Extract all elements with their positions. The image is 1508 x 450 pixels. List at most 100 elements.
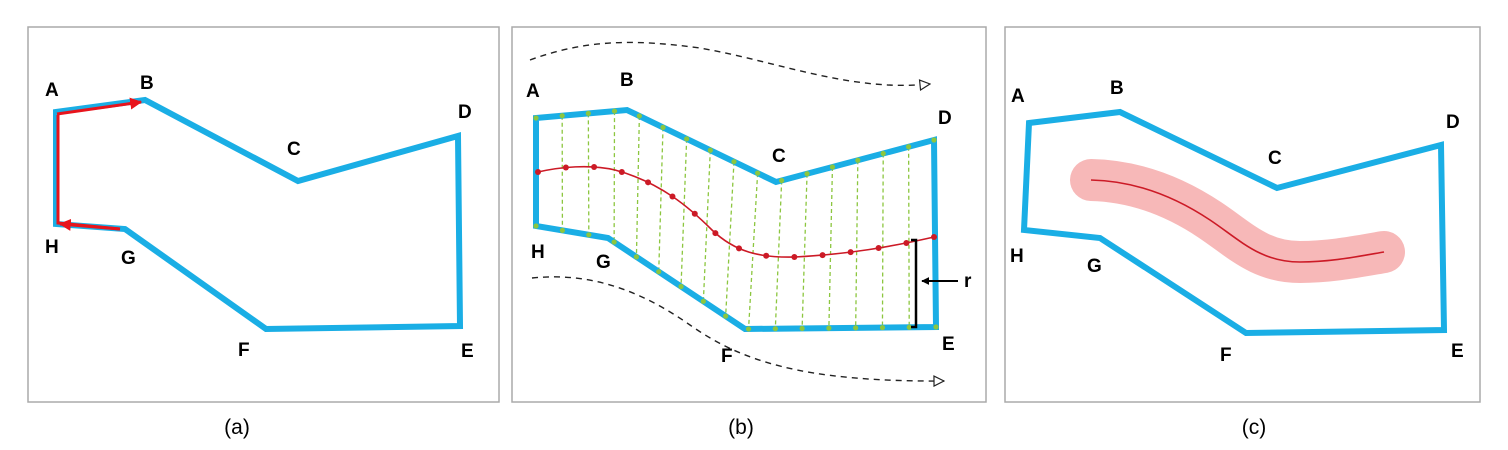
panel-c-caption: (c) xyxy=(1242,416,1267,439)
rib-endpoint xyxy=(636,113,642,119)
panel-b-label-e: E xyxy=(942,334,955,355)
rib-line xyxy=(774,180,783,329)
panel-c-frame xyxy=(1004,26,1481,403)
panel-a-caption: (a) xyxy=(224,416,250,439)
rib-endpoint xyxy=(879,324,886,331)
centerline-point xyxy=(875,245,882,252)
panel-c-centerline xyxy=(1090,179,1385,263)
rib-line xyxy=(907,146,910,328)
panel-a-label-h: H xyxy=(45,237,59,258)
rib-endpoint xyxy=(533,115,539,121)
panel-b-label-c: C xyxy=(772,146,786,167)
rib-line xyxy=(658,127,664,272)
rib-endpoint xyxy=(559,227,566,234)
panel-c-label-a: A xyxy=(1011,86,1025,107)
centerline-point xyxy=(712,230,719,237)
rib-line xyxy=(680,138,688,287)
rib-endpoint xyxy=(586,232,592,238)
panel-b-radius-label: r xyxy=(964,271,972,292)
panel-a: A B C D E F G H (a) xyxy=(27,26,500,439)
panel-a-label-d: D xyxy=(458,102,472,123)
panel-c-label-f: F xyxy=(1220,345,1232,366)
centerline-point xyxy=(847,249,854,256)
centerline-point xyxy=(903,239,910,246)
rib-endpoint xyxy=(684,136,690,142)
rib-line xyxy=(801,173,808,329)
panel-a-label-b: B xyxy=(140,73,154,94)
rib-endpoint xyxy=(853,325,859,331)
rib-endpoint xyxy=(804,171,810,177)
rib-endpoint xyxy=(678,283,684,290)
rib-endpoint xyxy=(745,326,752,332)
centerline-point xyxy=(819,252,826,259)
centerline-point xyxy=(562,164,569,171)
centerline-point xyxy=(691,210,698,217)
centerline-point xyxy=(791,254,798,261)
panel-b-caption: (b) xyxy=(728,416,754,439)
panel-b-center-dots xyxy=(535,163,937,261)
rib-endpoint xyxy=(931,137,937,143)
panel-a-label-e: E xyxy=(461,341,474,362)
rib-line xyxy=(635,115,641,257)
rib-endpoint xyxy=(611,239,617,245)
panel-c-label-b: B xyxy=(1110,78,1124,99)
panel-a-arrow-h xyxy=(58,218,121,231)
panel-b-label-h: H xyxy=(531,242,545,263)
rib-endpoint xyxy=(700,298,706,304)
rib-endpoint xyxy=(611,108,618,114)
rib-endpoint xyxy=(880,150,886,157)
panel-b-label-d: D xyxy=(938,108,952,129)
rib-line xyxy=(747,173,759,330)
panel-b: r A B C D E F G H (b) xyxy=(511,26,987,439)
panel-a-label-f: F xyxy=(238,340,250,361)
rib-endpoint xyxy=(829,164,836,170)
panel-b-rib-dots xyxy=(533,108,939,332)
centerline-point xyxy=(591,163,598,170)
centerline-point xyxy=(645,179,652,186)
panel-b-frame xyxy=(511,26,987,403)
centerline-point xyxy=(669,193,676,200)
panel-b-flow-bottom xyxy=(531,276,944,381)
panel-b-label-g: G xyxy=(596,252,611,273)
rib-line xyxy=(702,150,711,302)
rib-line xyxy=(725,161,735,317)
rib-endpoint xyxy=(772,326,778,332)
centerline-point xyxy=(931,234,937,240)
panel-c-label-h: H xyxy=(1010,246,1024,267)
rib-endpoint xyxy=(707,147,713,153)
rib-line xyxy=(828,166,834,329)
panel-b-flow-top xyxy=(529,41,930,85)
panel-a-arrow-ab xyxy=(56,97,143,116)
rib-endpoint xyxy=(723,313,729,319)
rib-endpoint xyxy=(779,177,785,184)
panel-c-label-g: G xyxy=(1087,256,1102,277)
panel-c-label-c: C xyxy=(1268,148,1282,169)
rib-endpoint xyxy=(731,159,737,165)
centerline-point xyxy=(618,168,625,175)
rib-endpoint xyxy=(933,324,939,330)
panel-c: A B C D E F G H (c) xyxy=(1004,26,1481,439)
panel-a-label-g: G xyxy=(121,248,136,269)
panel-b-radius-bracket xyxy=(911,238,918,329)
rib-endpoint xyxy=(906,144,912,150)
panel-a-frame xyxy=(27,26,500,403)
rib-endpoint xyxy=(799,325,805,332)
rib-endpoint xyxy=(660,124,666,131)
panel-b-label-a: A xyxy=(526,81,540,102)
rib-endpoint xyxy=(559,113,565,119)
panel-a-label-a: A xyxy=(45,80,59,101)
panel-a-label-c: C xyxy=(287,139,301,160)
panel-c-polygon xyxy=(1020,108,1448,337)
panel-b-label-b: B xyxy=(620,70,634,91)
rib-endpoint xyxy=(656,269,662,275)
rib-line xyxy=(881,153,884,328)
rib-endpoint xyxy=(633,254,640,260)
rib-endpoint xyxy=(855,157,861,163)
rib-endpoint xyxy=(533,223,539,229)
panel-c-label-d: D xyxy=(1446,112,1460,133)
panel-c-label-e: E xyxy=(1451,341,1464,362)
centerline-point xyxy=(763,252,770,259)
panel-b-label-f: F xyxy=(721,346,733,367)
centerline-point xyxy=(736,245,743,252)
